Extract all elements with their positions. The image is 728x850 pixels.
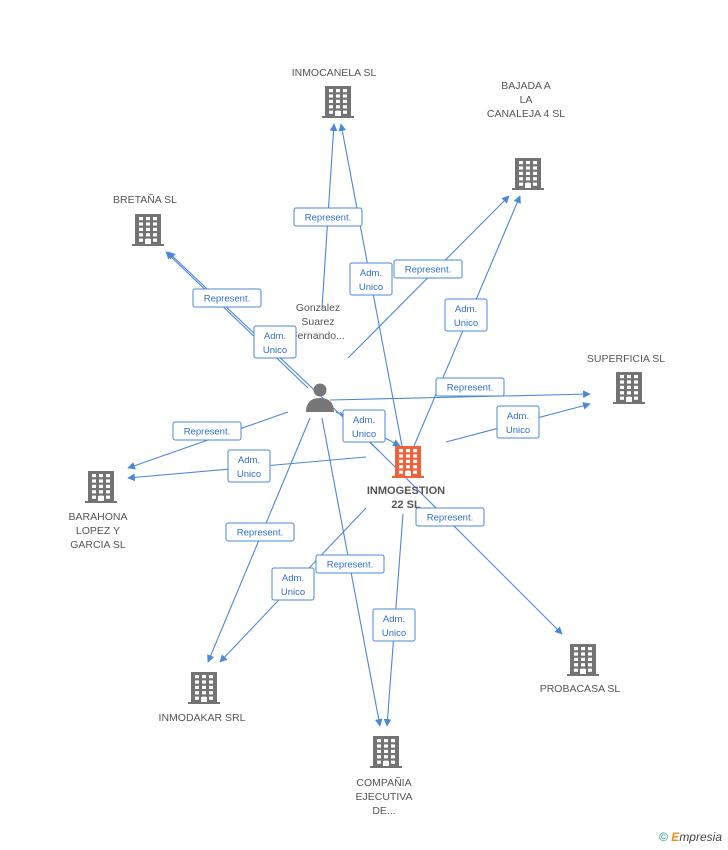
edge-label-adm_unico[interactable]: Adm. Unico — [227, 449, 271, 483]
edge-label-adm_unico[interactable]: Adm. Unico — [372, 608, 416, 642]
center-company-label: INMOGESTION 22 SL — [367, 485, 445, 511]
copyright-symbol: © — [659, 830, 668, 844]
company-compania-label-line: COMPAÑIA — [356, 776, 411, 789]
edge-person-to-superficia — [329, 390, 591, 401]
edge-label-adm_unico[interactable]: Adm. Unico — [271, 567, 315, 601]
edge-label-text: Unico — [237, 469, 261, 480]
brand-initial: E — [671, 830, 680, 844]
edge-label-text: Unico — [281, 587, 305, 598]
edge-label-adm_unico[interactable]: Adm. Unico — [349, 262, 393, 296]
edge-label-text: Adm. — [264, 331, 286, 342]
edge-label-text: Adm. — [455, 304, 477, 315]
edge-label-represent[interactable]: Represent. — [225, 522, 295, 542]
nodes-layer: INMOCANELA SL BAJADA A LA CANALEJA 4 SL BRET… — [69, 67, 666, 817]
edge-label-text: Represent. — [184, 427, 230, 438]
edge-label-text: Unico — [352, 429, 376, 440]
edge-label-represent[interactable]: Represent. — [315, 554, 385, 574]
company-bajada-label-line: BAJADA A — [501, 80, 551, 92]
company-compania-label-line: DE... — [372, 805, 395, 817]
company-bajada-label-line: LA — [520, 94, 533, 106]
company-inmocanela-label-line: INMOCANELA SL — [292, 67, 377, 79]
edge-label-text: Represent. — [447, 383, 493, 394]
company-superficia-label-line: SUPERFICIA SL — [587, 353, 665, 365]
person-label-line: Gonzalez — [296, 302, 340, 314]
company-inmocanela-label: INMOCANELA SL — [292, 67, 377, 79]
center-company-label-line: INMOGESTION — [367, 485, 445, 497]
edge-label-represent[interactable]: Represent. — [192, 288, 262, 308]
company-bretana-label: BRETAÑA SL — [113, 193, 177, 206]
company-bretana-building-icon[interactable] — [132, 214, 164, 246]
company-probacasa-label-line: PROBACASA SL — [540, 683, 621, 695]
edge-label-text: Adm. — [353, 415, 375, 426]
edge-person-to-bretana — [165, 251, 309, 389]
edge-label-text: Adm. — [507, 411, 529, 422]
edge-label-represent[interactable]: Represent. — [435, 377, 505, 397]
company-barahona-building-icon[interactable] — [85, 471, 117, 503]
company-probacasa-building-icon[interactable] — [567, 644, 599, 676]
company-superficia-label: SUPERFICIA SL — [587, 353, 665, 365]
person-label-line: Fernando... — [291, 330, 345, 342]
edge-label-represent[interactable]: Represent. — [172, 421, 242, 441]
edge-label-text: Represent. — [427, 513, 473, 524]
company-inmocanela-building-icon[interactable] — [322, 86, 354, 118]
company-barahona-label: BARAHONA LOPEZ Y GARCIA SL — [69, 511, 128, 551]
edge-label-text: Represent. — [305, 213, 351, 224]
edge-label-text: Unico — [506, 425, 530, 436]
company-probacasa-label: PROBACASA SL — [540, 683, 621, 695]
edge-label-represent[interactable]: Represent. — [415, 507, 485, 527]
company-bretana-label-line: BRETAÑA SL — [113, 193, 177, 206]
company-inmodakar-building-icon[interactable] — [188, 672, 220, 704]
company-compania-building-icon[interactable] — [370, 736, 402, 768]
edge-label-text: Unico — [382, 628, 406, 639]
person-icon[interactable] — [306, 383, 334, 413]
edge-label-represent[interactable]: Represent. — [293, 207, 363, 227]
company-barahona-label-line: BARAHONA — [69, 511, 128, 523]
edge-label-text: Adm. — [360, 268, 382, 279]
company-bajada-building-icon[interactable] — [512, 158, 544, 190]
person-label-line: Suarez — [301, 316, 334, 328]
edge-label-text: Unico — [263, 345, 287, 356]
edge-label-adm_unico[interactable]: Adm. Unico — [253, 325, 297, 359]
company-inmodakar-label-line: INMODAKAR SRL — [159, 712, 246, 724]
company-compania-label-line: EJECUTIVA — [356, 791, 413, 803]
company-superficia-building-icon[interactable] — [613, 372, 645, 404]
edge-label-text: Adm. — [238, 455, 260, 466]
company-compania-label: COMPAÑIA EJECUTIVA DE... — [356, 776, 413, 817]
company-bajada-label-line: CANALEJA 4 SL — [487, 108, 565, 120]
edge-label-text: Unico — [454, 318, 478, 329]
empresia-logo[interactable]: © Empresia — [659, 830, 722, 844]
edge-label-text: Represent. — [327, 560, 373, 571]
center-company-label-line: 22 SL — [391, 499, 421, 511]
edge-label-adm_unico[interactable]: Adm. Unico — [496, 405, 540, 439]
brand-rest: mpresia — [679, 830, 722, 844]
edge-label-text: Represent. — [405, 265, 451, 276]
edge-label-text: Adm. — [383, 614, 405, 625]
edge-label-adm_unico[interactable]: Adm. Unico — [444, 298, 488, 332]
edge-label-text: Represent. — [204, 294, 250, 305]
person-label: GonzalezSuarezFernando... — [291, 302, 345, 342]
company-bajada-label: BAJADA A LA CANALEJA 4 SL — [487, 80, 565, 120]
edge-label-adm_unico[interactable]: Adm. Unico — [342, 409, 386, 443]
company-barahona-label-line: GARCIA SL — [70, 539, 126, 551]
edge-label-text: Unico — [359, 282, 383, 293]
edge-label-represent[interactable]: Represent. — [393, 259, 463, 279]
center-company-building-icon[interactable] — [392, 446, 424, 478]
edge-label-text: Represent. — [237, 528, 283, 539]
edge-label-text: Adm. — [282, 573, 304, 584]
edge-labels-layer: Represent.Adm.UnicoRepresent.Adm.UnicoRe… — [172, 207, 540, 642]
company-inmodakar-label: INMODAKAR SRL — [159, 712, 246, 724]
company-barahona-label-line: LOPEZ Y — [76, 525, 120, 537]
